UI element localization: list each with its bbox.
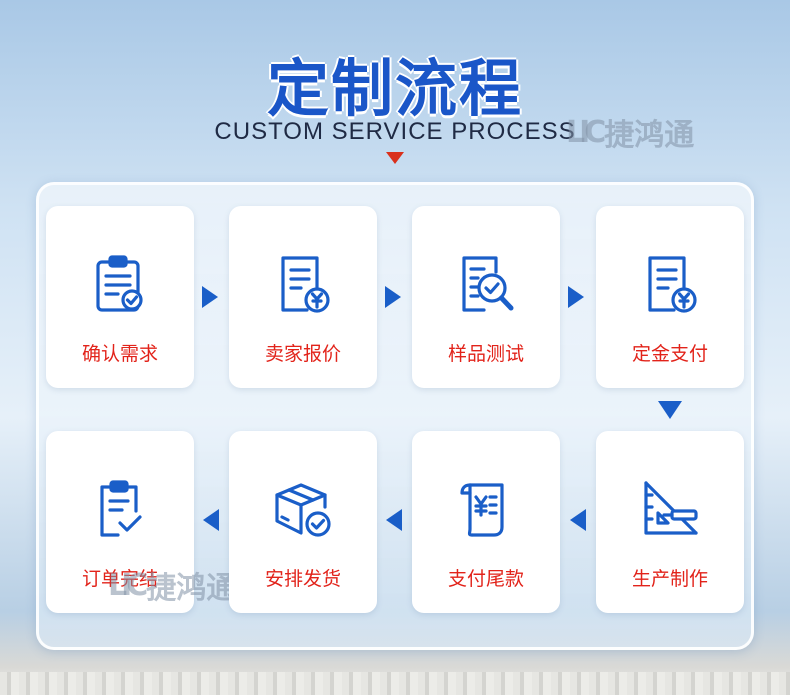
document-magnifier-check-icon [462,256,514,312]
arrow-left-icon [203,509,219,531]
watermark-logo: LIC [566,114,606,150]
arrow-left-icon [386,509,402,531]
step-label: 生产制作 [631,568,708,590]
box-check-icon [275,483,331,537]
step-label: 订单完结 [81,568,158,590]
step-label: 定金支付 [631,343,708,365]
clipboard-check-icon [96,255,143,312]
watermark-logo: LIC [108,567,148,603]
step-label: 样品测试 [447,343,524,365]
step-card-1: 确认需求 [46,206,194,388]
step-label: 安排发货 [264,568,341,590]
arrow-right-icon [568,286,584,308]
page-subtitle: CUSTOM SERVICE PROCESS [214,118,576,145]
arrow-left-icon [570,509,586,531]
document-yen-icon [648,256,697,313]
arrow-right-icon [385,286,401,308]
drafting-ruler-pen-icon [644,481,698,535]
page-title: 定制流程 [266,52,523,125]
arrow-right-icon [202,286,218,308]
scroll-yen-icon [460,483,504,537]
ground-strip [0,672,790,695]
step-label: 卖家报价 [264,343,341,365]
watermark: LIC 捷鸿通 [566,110,694,154]
step-card-2: 卖家报价 [229,206,377,388]
step-card-3: 样品测试 [412,206,560,388]
step-card-6: 支付尾款 [412,431,560,613]
watermark-brand: 捷鸿通 [604,118,695,153]
arrow-down-icon [658,401,682,419]
watermark: LIC 捷鸿通 [108,563,236,607]
step-card-7: 安排发货 [229,431,377,613]
step-card-5: 生产制作 [596,431,744,613]
document-yen-icon [281,256,330,313]
step-label: 支付尾款 [447,568,524,590]
step-label: 确认需求 [81,343,158,365]
step-card-4: 定金支付 [596,206,744,388]
step-card-8: 订单完结 [46,431,194,613]
down-triangle-icon [386,152,404,164]
clipboard-done-icon [100,480,142,537]
watermark-brand: 捷鸿通 [146,571,237,606]
